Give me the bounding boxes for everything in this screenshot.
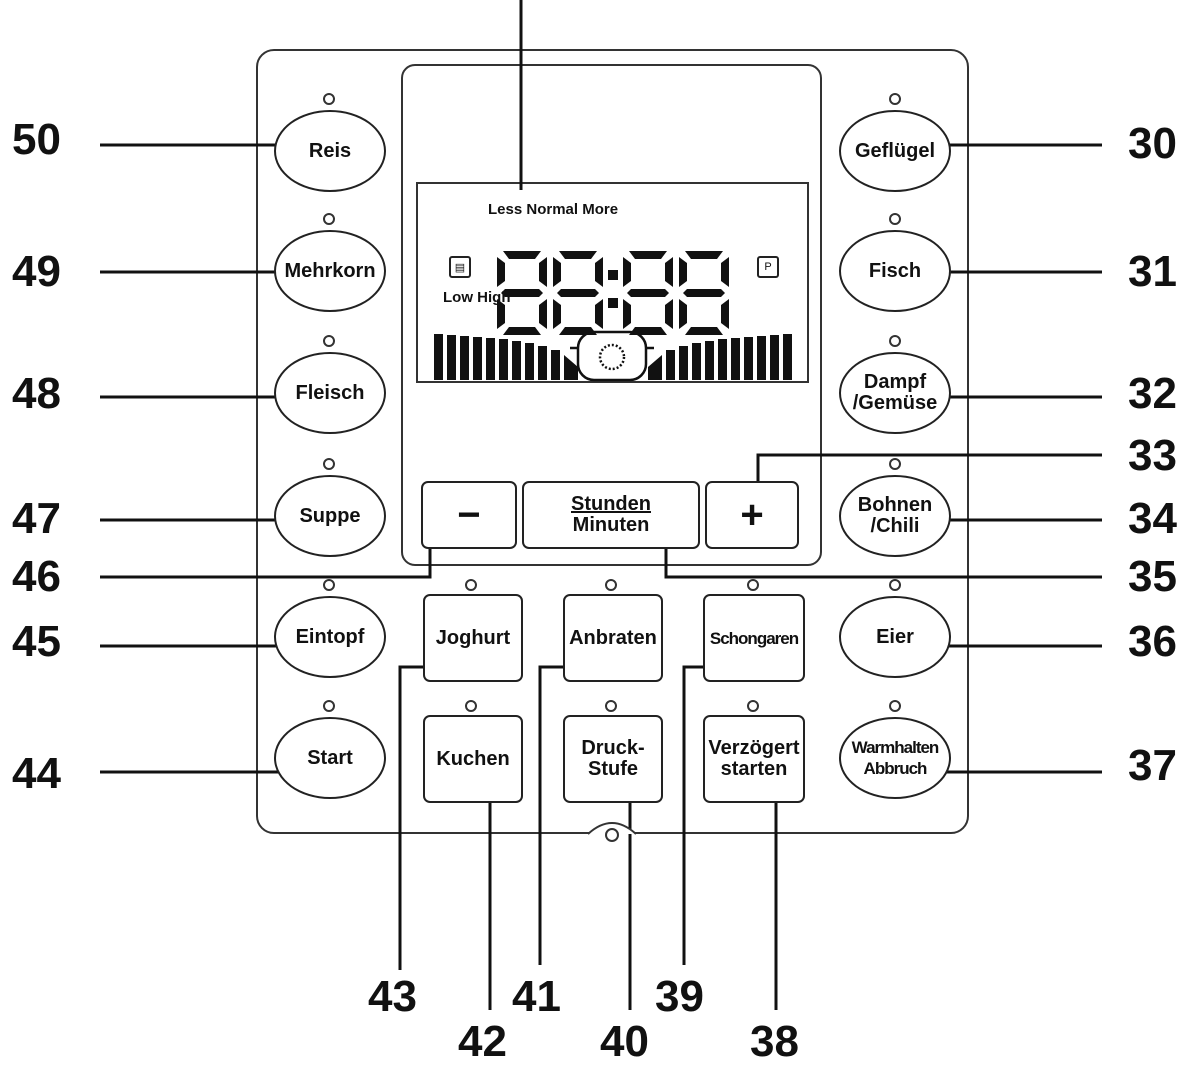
callout-46: 46: [12, 552, 61, 601]
callout-44: 44: [12, 749, 61, 798]
warmhalten-abbruch-button[interactable]: Warmhalten Abbruch: [839, 717, 951, 799]
led-warmhalten: [889, 700, 901, 712]
led-suppe: [323, 458, 335, 470]
led-eier: [889, 579, 901, 591]
gefluegel-button[interactable]: Geflügel: [839, 110, 951, 192]
pressure-icon: P: [757, 256, 779, 278]
dampf-gemuese-button[interactable]: Dampf /Gemüse: [839, 352, 951, 434]
led-bohnen: [889, 458, 901, 470]
callout-43: 43: [368, 972, 417, 1021]
callout-31: 31: [1128, 247, 1177, 296]
callout-39: 39: [655, 972, 704, 1021]
rice-level-labels: Less Normal More: [488, 201, 619, 218]
start-button[interactable]: Start: [274, 717, 386, 799]
callout-41: 41: [512, 972, 561, 1021]
callout-35: 35: [1128, 552, 1177, 601]
callout-49: 49: [12, 247, 61, 296]
callout-38: 38: [750, 1017, 799, 1066]
display-frame: [401, 64, 822, 566]
led-joghurt: [465, 579, 477, 591]
callout-42: 42: [458, 1017, 507, 1066]
suppe-button[interactable]: Suppe: [274, 475, 386, 557]
callout-32: 32: [1128, 369, 1177, 418]
anbraten-button[interactable]: Anbraten: [563, 594, 663, 682]
led-fisch: [889, 213, 901, 225]
led-reis: [323, 93, 335, 105]
fleisch-button[interactable]: Fleisch: [274, 352, 386, 434]
stunden-label: Stunden: [571, 493, 651, 515]
eintopf-button[interactable]: Eintopf: [274, 596, 386, 678]
minuten-label: Minuten: [572, 514, 650, 536]
led-schongaren: [747, 579, 759, 591]
stunden-minuten-button[interactable]: Stunden Minuten: [522, 481, 700, 549]
led-kuchen: [465, 700, 477, 712]
led-start: [323, 700, 335, 712]
led-anbraten: [605, 579, 617, 591]
led-druckstufe: [605, 700, 617, 712]
bohnen-chili-button[interactable]: Bohnen /Chili: [839, 475, 951, 557]
pressure-level-labels: Low High: [443, 289, 511, 306]
plus-button[interactable]: +: [705, 481, 799, 549]
led-verzoegert: [747, 700, 759, 712]
minus-button[interactable]: −: [421, 481, 517, 549]
schongaren-button[interactable]: Schongaren: [703, 594, 805, 682]
eier-button[interactable]: Eier: [839, 596, 951, 678]
kuchen-button[interactable]: Kuchen: [423, 715, 523, 803]
mehrkorn-button[interactable]: Mehrkorn: [274, 230, 386, 312]
led-gefluegel: [889, 93, 901, 105]
callout-48: 48: [12, 369, 61, 418]
druckstufe-button[interactable]: Druck- Stufe: [563, 715, 663, 803]
pot-icon: ▤: [449, 256, 471, 278]
joghurt-button[interactable]: Joghurt: [423, 594, 523, 682]
callout-36: 36: [1128, 617, 1177, 666]
callout-30: 30: [1128, 119, 1177, 168]
callout-50: 50: [12, 115, 61, 164]
callout-37: 37: [1128, 741, 1177, 790]
verzoegert-starten-button[interactable]: Verzögert starten: [703, 715, 805, 803]
reis-button[interactable]: Reis: [274, 110, 386, 192]
led-eintopf: [323, 579, 335, 591]
led-fleisch: [323, 335, 335, 347]
callout-33: 33: [1128, 431, 1177, 480]
fisch-button[interactable]: Fisch: [839, 230, 951, 312]
led-mehrkorn: [323, 213, 335, 225]
callout-34: 34: [1128, 494, 1177, 543]
callout-40: 40: [600, 1017, 649, 1066]
lcd-screen: [416, 182, 809, 383]
callout-47: 47: [12, 494, 61, 543]
led-dampf: [889, 335, 901, 347]
callout-45: 45: [12, 617, 61, 666]
